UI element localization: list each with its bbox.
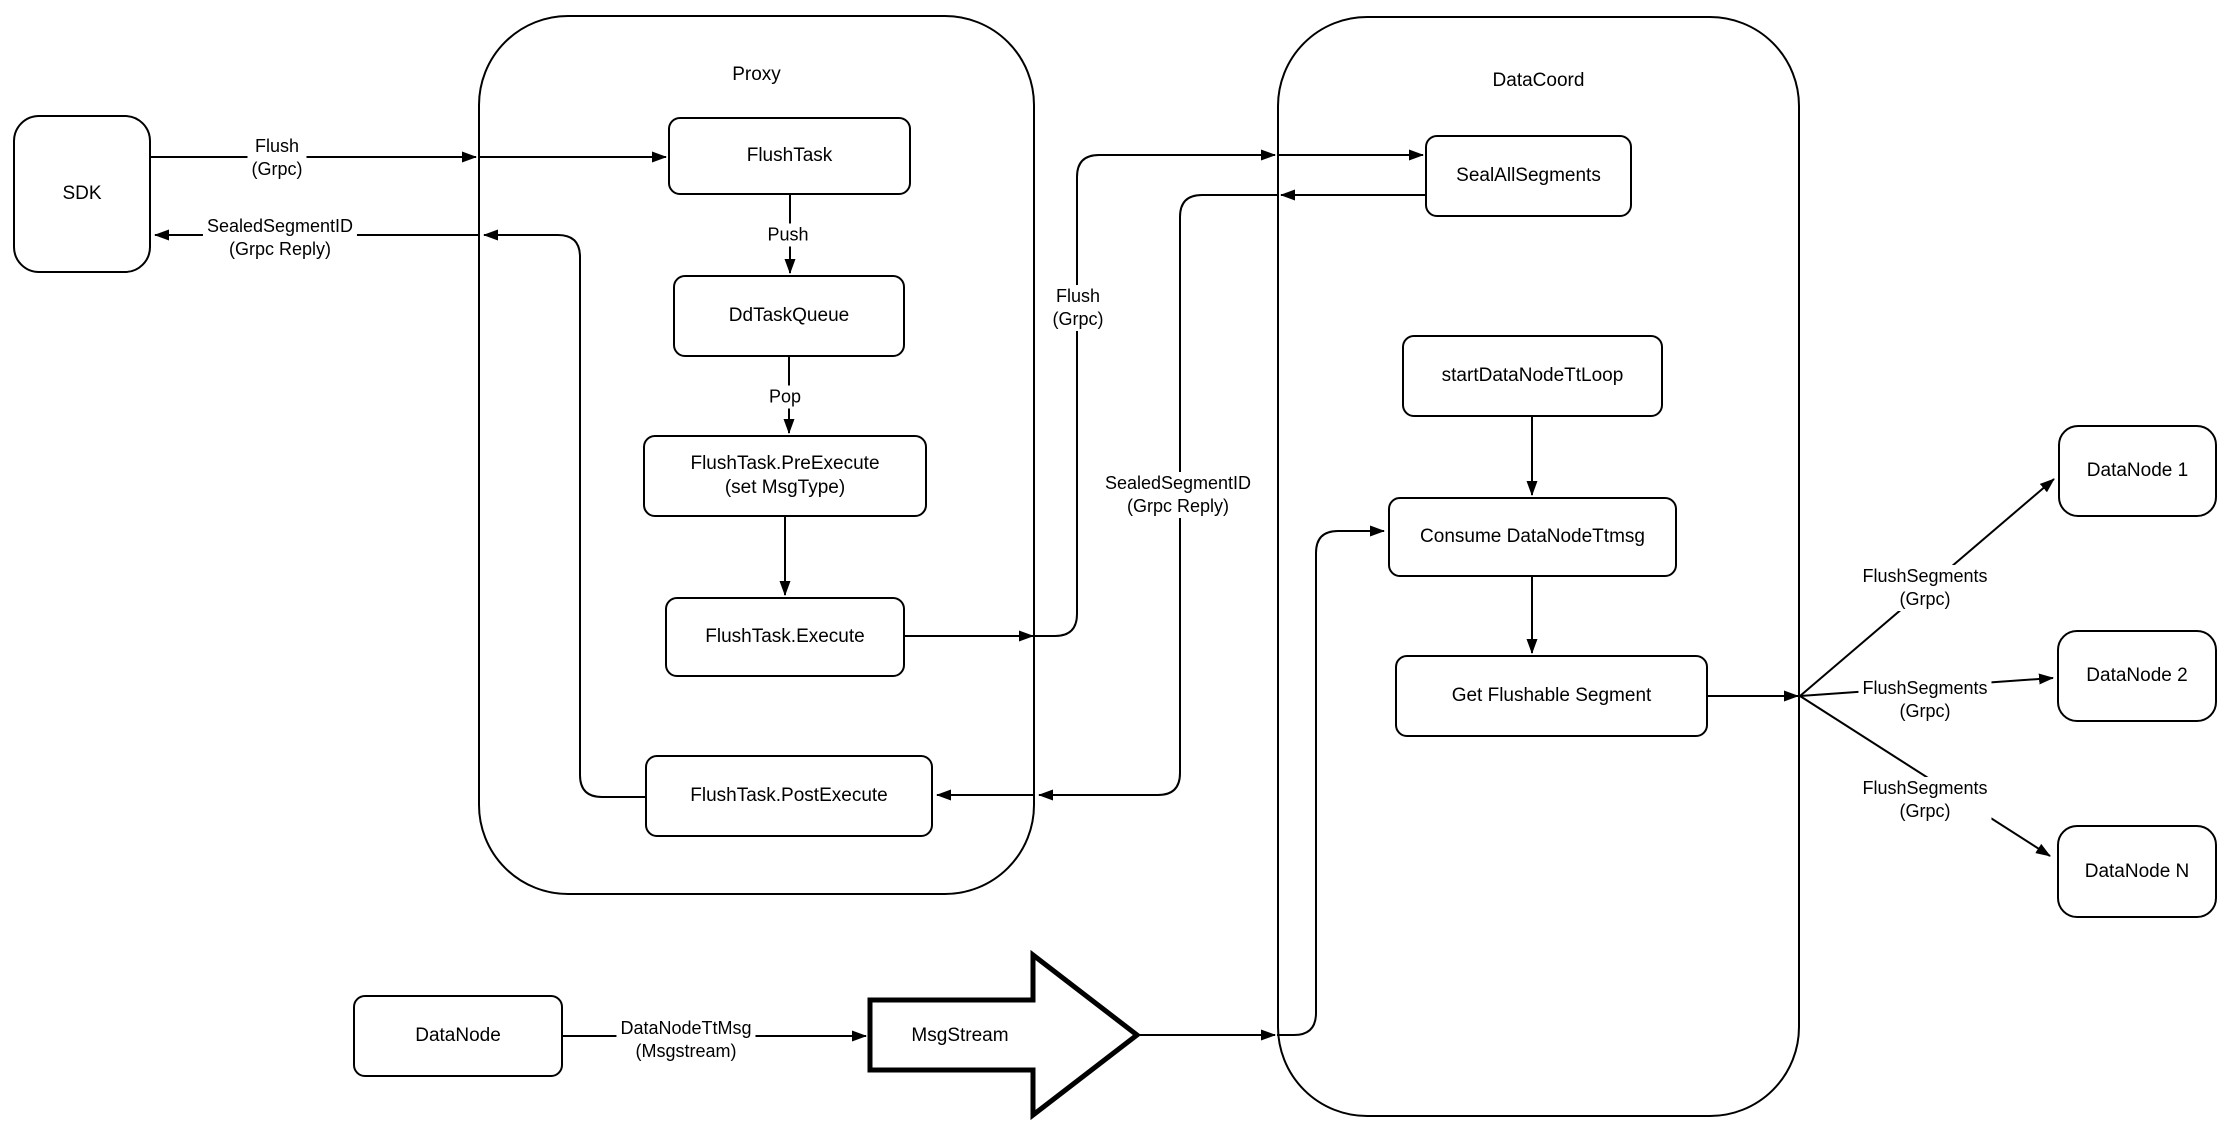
node-execute: FlushTask.Execute xyxy=(665,597,905,677)
edge-label-flush-grpc-sdk-line1: Flush xyxy=(254,136,299,156)
node-consumedatanodettmsg-label: Consume DataNodeTtmsg xyxy=(1420,526,1645,547)
node-ddtaskqueue: DdTaskQueue xyxy=(673,275,905,357)
edge-proxyedge-to-datacoordedge-flush xyxy=(1035,149,1276,637)
edge-label-sealed-reply-mid-line2: (Grpc Reply) xyxy=(1126,496,1229,516)
node-datanode-bottom: DataNode xyxy=(353,995,563,1077)
node-datanode1: DataNode 1 xyxy=(2058,425,2217,517)
node-preexecute-label-line2: (set MsgType) xyxy=(724,477,846,498)
node-postexecute-label: FlushTask.PostExecute xyxy=(690,785,888,806)
node-datanode-bottom-label: DataNode xyxy=(415,1025,501,1046)
edge-label-flush-grpc-mid-line2: (Grpc) xyxy=(1052,309,1104,329)
node-datanoden-label: DataNode N xyxy=(2084,860,2190,882)
edge-label-pop: Pop xyxy=(764,385,806,409)
edge-label-sealed-reply-mid-line1: SealedSegmentID xyxy=(1104,473,1252,493)
node-sealallsegments: SealAllSegments xyxy=(1425,135,1632,217)
edge-label-flushsegments-1-line1: FlushSegments xyxy=(1862,566,1988,586)
node-sealallsegments-label: SealAllSegments xyxy=(1456,165,1601,186)
node-datanode2-label: DataNode 2 xyxy=(2086,665,2188,686)
edge-label-datanodettmsg-line1: DataNodeTtMsg xyxy=(620,1018,752,1038)
node-getflushablesegment-label: Get Flushable Segment xyxy=(1451,685,1652,706)
node-flushtask-label: FlushTask xyxy=(746,145,833,166)
edge-label-flushsegments-2-line2: (Grpc) xyxy=(1899,701,1951,721)
node-sdk: SDK xyxy=(13,115,151,273)
edge-fan-to-datanoden xyxy=(1799,695,2051,857)
node-postexecute: FlushTask.PostExecute xyxy=(645,755,933,837)
edge-label-sealed-reply-sdk: SealedSegmentID (Grpc Reply) xyxy=(202,215,358,261)
edge-label-flush-grpc-mid: Flush (Grpc) xyxy=(1048,285,1108,331)
node-startdatanodettloop-label: startDataNodeTtLoop xyxy=(1441,365,1624,386)
edge-label-datanodettmsg: DataNodeTtMsg (Msgstream) xyxy=(616,1017,756,1063)
proxy-container-title: Proxy xyxy=(732,64,781,85)
node-preexecute-label-line1: FlushTask.PreExecute xyxy=(690,453,880,474)
edge-label-flushsegments-3-line1: FlushSegments xyxy=(1862,778,1988,798)
edge-label-flush-grpc-mid-line1: Flush xyxy=(1055,286,1100,306)
node-flushtask: FlushTask xyxy=(668,117,911,195)
node-datanoden: DataNode N xyxy=(2057,825,2217,918)
edge-label-flushsegments-2: FlushSegments (Grpc) xyxy=(1858,677,1992,723)
edge-datacoordedge-to-consume xyxy=(1277,525,1385,1036)
node-datanode2: DataNode 2 xyxy=(2057,630,2217,722)
datacoord-container-title: DataCoord xyxy=(1492,70,1585,91)
edge-label-sealed-reply-sdk-line2: (Grpc Reply) xyxy=(228,239,331,259)
node-execute-label: FlushTask.Execute xyxy=(705,626,865,647)
edge-label-flushsegments-1-line2: (Grpc) xyxy=(1899,589,1951,609)
msgstream-arrow-shape xyxy=(867,949,1142,1121)
node-datanode1-label: DataNode 1 xyxy=(2086,460,2189,481)
node-sdk-label: SDK xyxy=(62,183,102,204)
node-preexecute: FlushTask.PreExecute (set MsgType) xyxy=(643,435,927,517)
edge-label-push: Push xyxy=(763,223,813,247)
node-startdatanodettloop: startDataNodeTtLoop xyxy=(1402,335,1663,417)
edge-label-sealed-reply-sdk-line1: SealedSegmentID xyxy=(206,216,354,236)
node-ddtaskqueue-label: DdTaskQueue xyxy=(728,305,850,326)
edge-label-sealed-reply-mid: SealedSegmentID (Grpc Reply) xyxy=(1100,472,1256,518)
edge-label-datanodettmsg-line2: (Msgstream) xyxy=(635,1041,737,1061)
node-consumedatanodettmsg: Consume DataNodeTtmsg xyxy=(1388,497,1677,577)
msgstream-label: MsgStream xyxy=(911,1025,1009,1046)
edge-label-flushsegments-3: FlushSegments (Grpc) xyxy=(1858,777,1992,823)
edge-label-flushsegments-3-line2: (Grpc) xyxy=(1899,801,1951,821)
edge-label-flushsegments-1: FlushSegments (Grpc) xyxy=(1858,565,1992,611)
edge-label-flush-grpc-sdk: Flush (Grpc) xyxy=(247,135,307,181)
proxy-container xyxy=(478,15,1035,895)
edge-label-flush-grpc-sdk-line2: (Grpc) xyxy=(251,159,303,179)
node-getflushablesegment: Get Flushable Segment xyxy=(1395,655,1708,737)
edge-postexecute-to-proxyedge xyxy=(483,229,645,798)
edge-label-flushsegments-2-line1: FlushSegments xyxy=(1862,678,1988,698)
datacoord-container xyxy=(1277,16,1800,1117)
